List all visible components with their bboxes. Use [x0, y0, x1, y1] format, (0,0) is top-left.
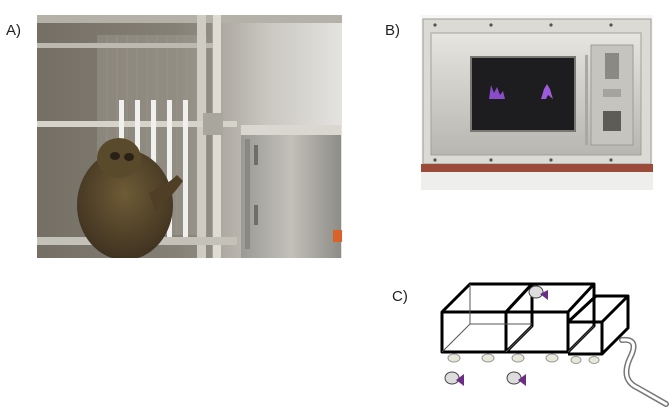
stimulus-shape-right	[541, 84, 553, 99]
animal-icon-right	[506, 371, 526, 386]
animal-icon-left	[444, 371, 464, 386]
panel-label-c: C)	[392, 288, 408, 305]
photo-primate-cage	[37, 15, 342, 258]
enclosure-schematic-drawing	[440, 282, 669, 407]
animal-icon-top	[528, 285, 548, 300]
primate-cage-illustration	[37, 15, 342, 258]
panel-label-b: B)	[385, 22, 400, 39]
photo-touchscreen-panel	[421, 15, 653, 190]
stimulus-shape-left	[489, 85, 505, 99]
touchscreen-illustration	[421, 15, 653, 190]
panel-label-a: A)	[6, 22, 21, 39]
enclosure-schematic	[430, 270, 670, 410]
